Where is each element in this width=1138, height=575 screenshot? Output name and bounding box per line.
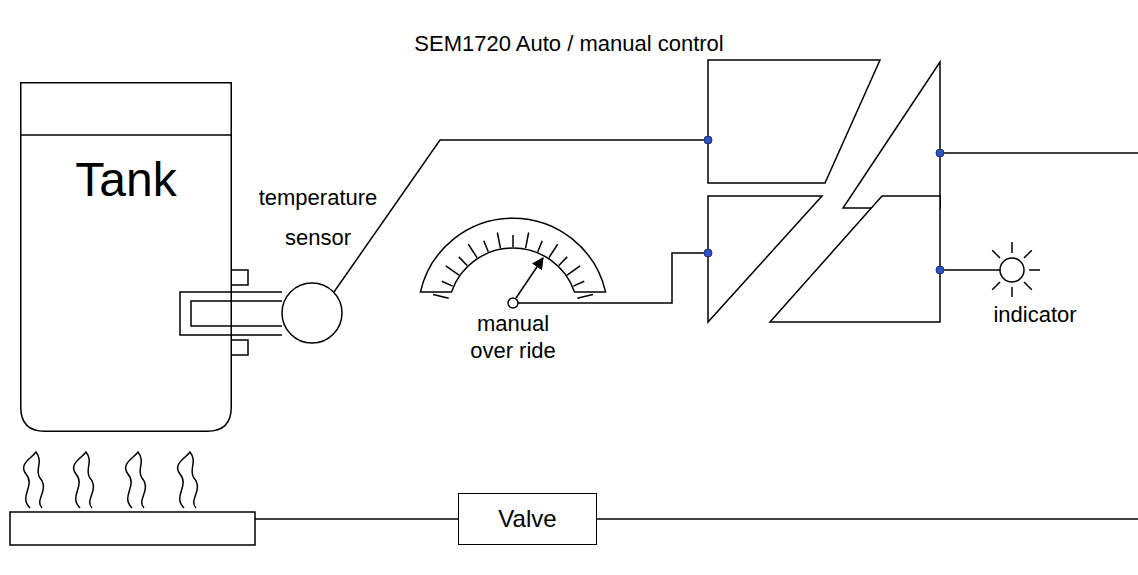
gauge-dial xyxy=(420,218,605,292)
valve-box: Valve xyxy=(458,493,597,545)
fuel-line xyxy=(597,518,1138,520)
gauge-tick xyxy=(468,244,477,257)
signal-wire xyxy=(518,253,708,303)
gauge-tick xyxy=(573,281,584,286)
part-label: indicator xyxy=(975,302,1095,328)
switch-symbol xyxy=(770,196,940,322)
flame-symbol xyxy=(126,452,146,508)
gauge-pivot xyxy=(508,298,518,308)
tank-outline xyxy=(21,83,232,432)
lamp-ray xyxy=(992,282,1000,290)
terminal-dot xyxy=(936,149,944,157)
diagram-title: SEM1720 Auto / manual control xyxy=(0,30,1138,58)
flame-symbol xyxy=(178,452,198,508)
probe-bracket xyxy=(232,340,248,355)
gauge-tick xyxy=(559,257,567,266)
tank-vessel: Tank xyxy=(20,82,232,432)
sensor-symbol xyxy=(282,283,342,343)
tank-lid-line xyxy=(21,134,232,136)
gauge-tick xyxy=(446,266,459,275)
node-text: Tank xyxy=(20,154,232,207)
gauge-tick xyxy=(567,266,580,275)
burner-symbol xyxy=(10,512,255,545)
gauge-tick xyxy=(459,257,467,266)
flame-symbol xyxy=(24,452,44,508)
switch-symbol xyxy=(708,60,880,183)
lamp-ray xyxy=(992,242,1040,297)
gauge-tick xyxy=(442,281,453,286)
part-label: temperature sensor xyxy=(243,178,393,258)
gauge-tick xyxy=(484,241,488,252)
terminal-dot xyxy=(704,249,712,257)
terminal-dot xyxy=(704,136,944,274)
gauge-tick xyxy=(526,233,529,249)
switch-symbol xyxy=(843,62,940,208)
gauge-tick xyxy=(433,295,449,299)
gauge-tick xyxy=(538,241,542,252)
gauge-tick xyxy=(497,233,500,249)
lamp-symbol xyxy=(1000,258,1024,282)
switch-symbol xyxy=(708,60,940,322)
node-text: Valve xyxy=(498,506,556,532)
lamp-ray xyxy=(1024,250,1032,258)
tank-outline xyxy=(20,82,232,432)
terminal-dot xyxy=(936,266,944,274)
lamp-ray xyxy=(1011,242,1013,253)
flame-symbol xyxy=(24,452,198,508)
lamp-ray xyxy=(992,250,1000,258)
lamp-ray xyxy=(1024,282,1032,290)
terminal-dot xyxy=(704,136,712,144)
gauge-needle xyxy=(516,258,543,298)
temperature-probe xyxy=(191,301,282,326)
part-label: manual over ride xyxy=(463,310,563,364)
signal-wire xyxy=(940,152,1138,154)
fuel-line xyxy=(255,518,458,520)
gauge-tick xyxy=(577,295,593,299)
probe-bracket xyxy=(232,270,248,285)
gauge-tick xyxy=(549,244,558,257)
process-illustration xyxy=(10,60,1138,545)
probe-bracket xyxy=(232,270,248,355)
signal-wire xyxy=(334,140,708,292)
gauge-tick xyxy=(512,235,514,247)
lamp-ray xyxy=(1011,287,1013,297)
lamp-ray xyxy=(1029,269,1040,271)
flame-symbol xyxy=(74,452,94,508)
signal-wire xyxy=(940,269,1000,271)
gauge-tick xyxy=(433,233,593,299)
